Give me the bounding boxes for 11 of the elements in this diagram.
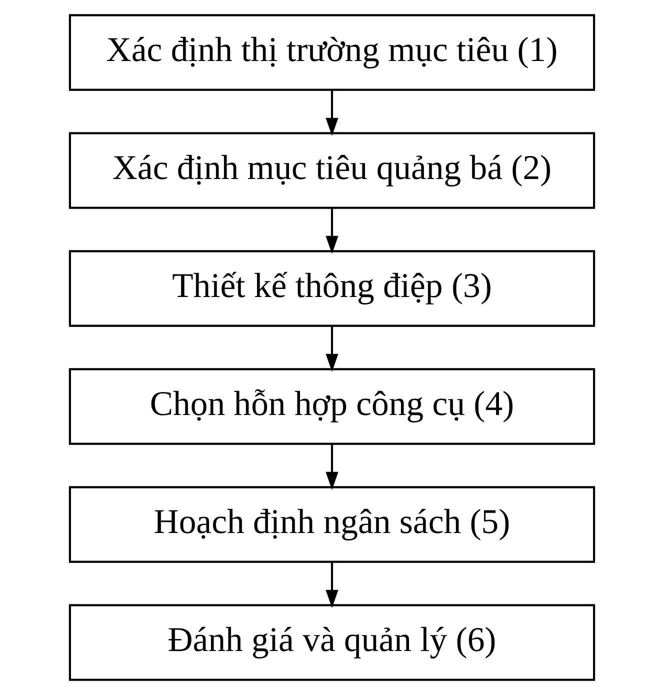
node-box: Thiết kế thông điệp (3) — [68, 250, 596, 327]
node-box: Chọn hỗn hợp công cụ (4) — [68, 368, 596, 445]
arrow — [326, 90, 338, 136]
node-box: Xác định mục tiêu quảng bá (2) — [68, 132, 596, 209]
arrow — [326, 562, 338, 608]
node-box: Xác định thị trường mục tiêu (1) — [68, 14, 596, 91]
arrow — [326, 326, 338, 372]
node-box: Đánh giá và quản lý (6) — [68, 604, 596, 681]
arrow — [326, 444, 338, 490]
arrow — [326, 208, 338, 254]
node-box: Hoạch định ngân sách (5) — [68, 486, 596, 563]
